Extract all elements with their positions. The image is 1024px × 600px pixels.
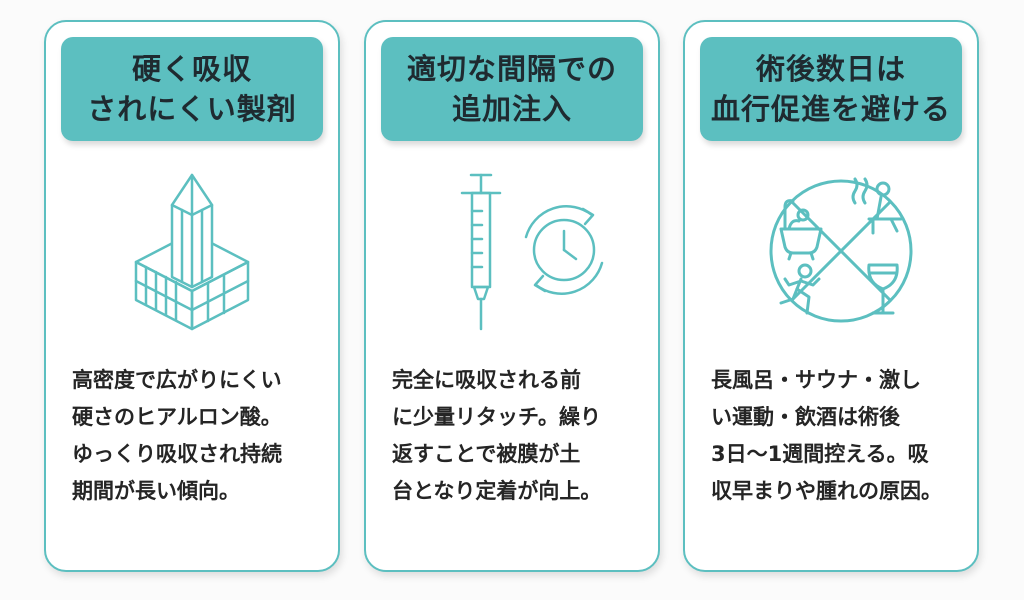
card-desc-line: 高密度で広がりにくい: [72, 368, 282, 392]
card-title: 術後数日は 血行促進を避ける: [700, 37, 962, 141]
card-desc-line: 完全に吸収される前: [392, 368, 581, 392]
card-desc-line: 台となり定着が向上。: [392, 479, 602, 503]
card-description: 高密度で広がりにくい 硬さのヒアルロン酸。 ゆっくり吸収され持続 期間が長い傾向…: [72, 362, 322, 510]
card-description: 長風呂・サウナ・激し い運動・飲酒は術後 3日〜1週間控える。吸 収早まりや腫れ…: [711, 362, 961, 510]
card-title: 硬く吸収 されにくい製剤: [61, 37, 323, 141]
card-desc-line: 硬さのヒアルロン酸。: [72, 405, 282, 429]
card-title-line: 硬く吸収: [131, 52, 252, 86]
isometric-crystal-block-icon: [66, 167, 318, 337]
card-description: 完全に吸収される前 に少量リタッチ。繰り 返すことで被膜が土 台となり定着が向上…: [392, 362, 642, 510]
card-desc-line: い運動・飲酒は術後: [711, 405, 900, 429]
card-desc-line: 収早まりや腫れの原因。: [711, 479, 942, 503]
syringe-and-cycle-clock-icon: [386, 167, 638, 337]
card-desc-line: に少量リタッチ。繰り: [392, 405, 601, 429]
card-desc-line: 3日〜1週間控える。吸: [711, 442, 929, 466]
card-title-line: 適切な間隔での: [406, 52, 617, 86]
info-card-filler-type: 硬く吸収 されにくい製剤 高密度で広がりにくい 硬さのヒアルロン酸。 ゆっくり吸…: [44, 20, 340, 572]
cycle-clock-icon: [524, 205, 604, 295]
card-desc-line: 長風呂・サウナ・激し: [711, 368, 921, 392]
info-card-avoid-circulation: 術後数日は 血行促進を避ける: [683, 20, 979, 572]
card-title-line: 血行促進を避ける: [710, 92, 951, 126]
card-desc-line: 返すことで被膜が土: [392, 442, 581, 466]
card-title-line: 術後数日は: [755, 52, 906, 86]
card-title: 適切な間隔での 追加注入: [381, 37, 643, 141]
card-title-line: 追加注入: [451, 92, 572, 126]
syringe-icon: [460, 173, 502, 331]
card-desc-line: 期間が長い傾向。: [72, 479, 240, 503]
card-title-line: されにくい製剤: [87, 92, 297, 126]
info-card-touchup-interval: 適切な間隔での 追加注入: [364, 20, 660, 572]
prohibited-activities-icon: [705, 167, 957, 337]
card-desc-line: ゆっくり吸収され持続: [72, 442, 282, 466]
running-person-icon: [779, 263, 821, 315]
